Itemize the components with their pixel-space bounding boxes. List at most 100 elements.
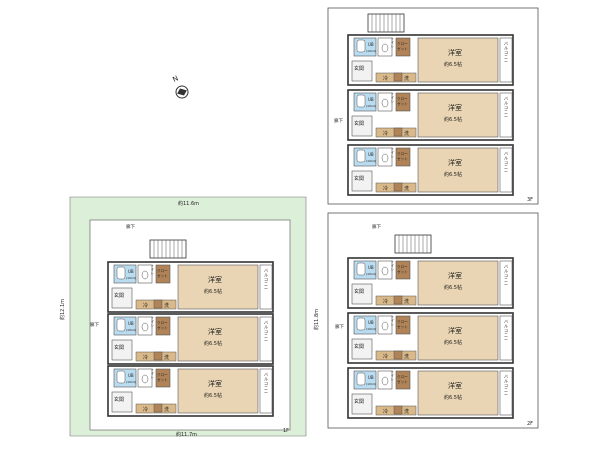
bath-size-label: (1014) bbox=[126, 276, 136, 280]
bath-size-label: (1014) bbox=[366, 272, 376, 276]
bath-label: UB bbox=[368, 375, 374, 380]
closet-label-1: クロー bbox=[397, 96, 408, 101]
top-corridor-label: 廊下 bbox=[126, 223, 135, 230]
balcony-label-char: ー bbox=[264, 286, 268, 291]
room-name-label: 洋室 bbox=[448, 103, 462, 112]
closet-label-2: ゼット bbox=[397, 46, 408, 51]
entrance-area bbox=[351, 115, 373, 137]
fridge-label: 冷 bbox=[383, 408, 388, 415]
washer-box-icon bbox=[393, 405, 403, 415]
floor-label: 1F bbox=[283, 428, 289, 434]
toilet-label-char: イ bbox=[151, 268, 154, 272]
room-name-label: 洋室 bbox=[208, 327, 222, 336]
room-size-label: 約6.5帖 bbox=[444, 116, 462, 123]
room-name-label: 洋室 bbox=[448, 381, 462, 390]
closet-area bbox=[395, 92, 411, 112]
dimension-bottom-label: 約11.7m bbox=[176, 431, 197, 438]
bathtub-icon bbox=[116, 370, 126, 384]
unit-1: UB(1014)トイレクローゼット玄関冷洗洋室約6.5帖バルコニー bbox=[347, 257, 514, 309]
balcony-area bbox=[259, 316, 273, 362]
balcony-area bbox=[499, 315, 513, 361]
balcony-label-char: ニ bbox=[504, 388, 508, 393]
room-size-label: 約6.5帖 bbox=[204, 392, 222, 399]
bathtub-icon bbox=[116, 266, 126, 280]
stairs-frame bbox=[394, 234, 432, 254]
toilet-icon bbox=[141, 322, 149, 332]
balcony-label-char: ー bbox=[264, 338, 268, 343]
unit-2: UB(1014)トイレクローゼット玄関冷洗洋室約6.5帖バルコニー bbox=[107, 313, 274, 365]
closet-label-1: クロー bbox=[397, 151, 408, 156]
entrance-label: 玄関 bbox=[354, 398, 364, 405]
balcony-label-char: ル bbox=[504, 269, 508, 274]
floor-1f-plan: 約11.6m約11.7m約12.1m廊下UB(1014)トイレクローゼット玄関冷… bbox=[59, 196, 307, 438]
room-size-label: 約6.5帖 bbox=[444, 394, 462, 401]
bath-label: UB bbox=[368, 265, 374, 270]
closet-area bbox=[155, 316, 171, 336]
side-corridor-label: 廊下 bbox=[90, 321, 99, 328]
bath-label: UB bbox=[368, 152, 374, 157]
toilet-icon bbox=[141, 270, 149, 280]
balcony-label-char: バ bbox=[264, 320, 268, 325]
toilet-label-char: ト bbox=[391, 315, 394, 319]
closet-area bbox=[155, 368, 171, 388]
main-room bbox=[417, 370, 499, 416]
washer-label: 洗 bbox=[404, 130, 409, 137]
bath-size-label: (1014) bbox=[366, 104, 376, 108]
balcony-label-char: ニ bbox=[504, 55, 508, 60]
toilet-icon bbox=[381, 266, 389, 276]
toilet-label: トイレ bbox=[151, 316, 154, 327]
balcony-area bbox=[499, 147, 513, 193]
dimension-top-label: 約11.6m bbox=[178, 200, 199, 207]
balcony-label-char: ル bbox=[264, 377, 268, 382]
closet-label-1: クロー bbox=[157, 372, 168, 377]
balcony-area bbox=[499, 370, 513, 416]
fridge-label: 冷 bbox=[143, 302, 148, 309]
toilet-label-char: イ bbox=[391, 41, 394, 45]
bathtub-icon bbox=[116, 318, 126, 332]
toilet-label-char: イ bbox=[391, 319, 394, 323]
washer-label: 洗 bbox=[404, 353, 409, 360]
balcony-label-char: バ bbox=[504, 151, 508, 156]
balcony-area bbox=[499, 37, 513, 83]
fridge-label: 冷 bbox=[383, 185, 388, 192]
entrance-label: 玄関 bbox=[114, 344, 124, 351]
toilet-label-char: イ bbox=[391, 151, 394, 155]
room-size-label: 約6.5帖 bbox=[444, 284, 462, 291]
closet-label-1: クロー bbox=[397, 374, 408, 379]
entrance-area bbox=[351, 170, 373, 192]
closet-label-1: クロー bbox=[397, 264, 408, 269]
washer-label: 洗 bbox=[164, 406, 169, 413]
closet-label-2: ゼット bbox=[157, 325, 168, 330]
entrance-area bbox=[111, 391, 133, 413]
fridge-label: 冷 bbox=[383, 353, 388, 360]
toilet-label: トイレ bbox=[151, 264, 154, 275]
floor-label: 2F bbox=[527, 421, 533, 427]
main-room bbox=[177, 264, 259, 310]
bathtub-icon bbox=[356, 39, 366, 53]
washer-box-icon bbox=[153, 403, 163, 413]
toilet-label-char: レ bbox=[391, 154, 394, 158]
side-corridor-label: 廊下 bbox=[335, 323, 344, 330]
closet-area bbox=[395, 37, 411, 57]
fridge-label: 冷 bbox=[143, 354, 148, 361]
floor-3f-plan: UB(1014)トイレクローゼット玄関冷洗洋室約6.5帖バルコニーUB(1014… bbox=[327, 7, 539, 205]
toilet-label-char: レ bbox=[391, 44, 394, 48]
toilet-label-char: レ bbox=[391, 267, 394, 271]
room-name-label: 洋室 bbox=[208, 275, 222, 284]
toilet-icon bbox=[381, 376, 389, 386]
compass-ring-icon bbox=[175, 85, 189, 99]
bath-size-label: (1014) bbox=[126, 328, 136, 332]
toilet-label-char: レ bbox=[391, 322, 394, 326]
entrance-label: 玄関 bbox=[114, 292, 124, 299]
floor-2f-plan: 廊下UB(1014)トイレクローゼット玄関冷洗洋室約6.5帖バルコニーUB(10… bbox=[313, 212, 539, 429]
toilet-label-char: ト bbox=[391, 260, 394, 264]
washer-label: 洗 bbox=[404, 75, 409, 82]
stairs bbox=[394, 234, 432, 254]
balcony-label-char: バ bbox=[504, 264, 508, 269]
toilet-label-char: イ bbox=[391, 374, 394, 378]
entrance-area bbox=[111, 339, 133, 361]
